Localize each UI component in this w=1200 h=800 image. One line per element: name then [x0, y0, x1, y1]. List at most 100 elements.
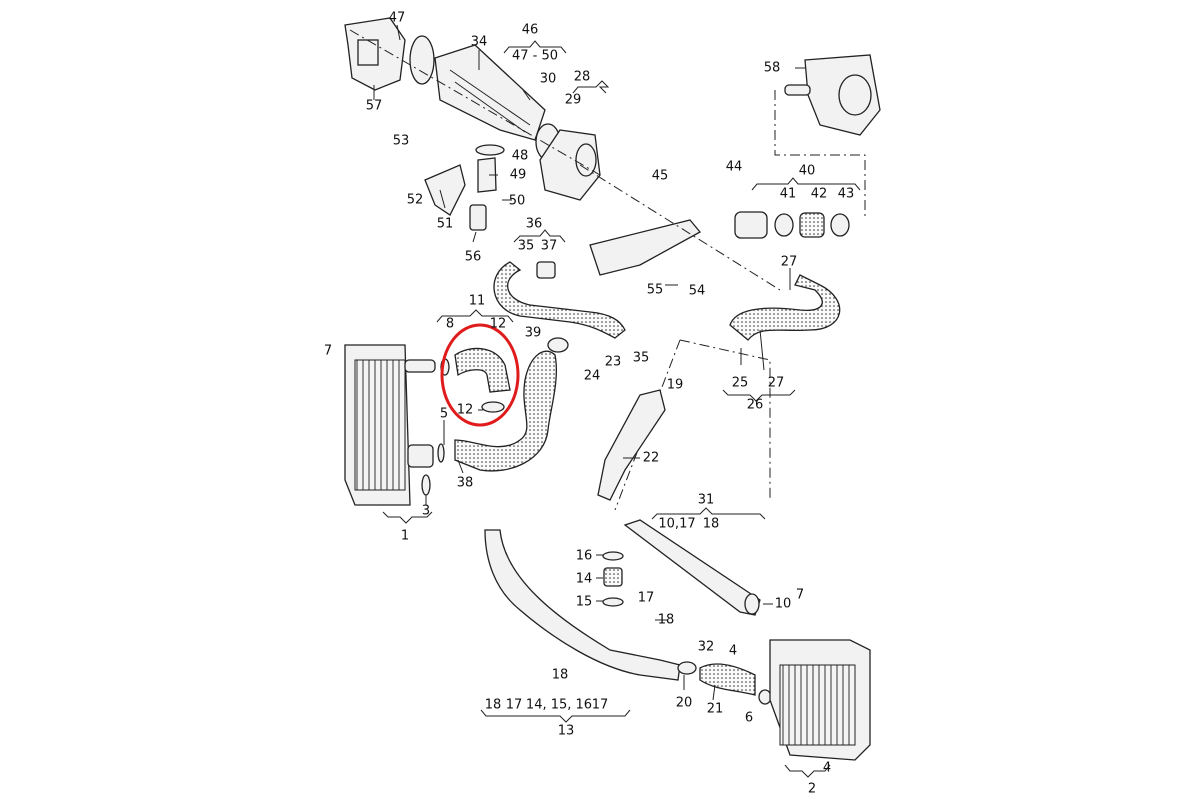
part-label-17: 17 [637, 590, 655, 606]
part-label-28: 28 [573, 69, 591, 85]
egr-cooler-46 [434, 44, 546, 141]
sleeve-42 [799, 212, 825, 238]
part-label-38: 38 [456, 475, 474, 491]
part-label-53: 53 [392, 133, 410, 149]
part-label-14-15-16: 14, 15, 16 [525, 697, 593, 713]
pipe-56 [469, 204, 487, 231]
part-label-21: 21 [706, 701, 724, 717]
group-brackets [382, 40, 861, 778]
pipe-13 [484, 529, 681, 681]
part-label-2: 2 [807, 781, 817, 797]
part-label-57: 57 [365, 98, 383, 114]
part-label-12b: 12 [456, 402, 474, 418]
part-label-52: 52 [406, 192, 424, 208]
part-label-42: 42 [810, 186, 828, 202]
bracket-51 [424, 164, 466, 216]
part-label-32: 32 [697, 639, 715, 655]
seal-10 [744, 593, 760, 615]
part-label-47: 47 [388, 10, 406, 26]
part-label-13: 13 [557, 723, 575, 739]
turbocharger-58 [784, 54, 881, 136]
part-label-47-50: 47 - 50 [511, 48, 559, 64]
part-label-55: 55 [646, 282, 664, 298]
part-label-25: 25 [731, 375, 749, 391]
part-label-35b: 35 [632, 350, 650, 366]
part-label-11: 11 [468, 293, 486, 309]
clamp-12 [481, 401, 505, 413]
pipe-22 [597, 389, 666, 501]
part-label-43: 43 [837, 186, 855, 202]
intercooler-1 [344, 344, 436, 506]
gasket-47 [409, 35, 435, 85]
part-label-40: 40 [798, 163, 816, 179]
part-label-7: 7 [323, 343, 333, 359]
seal-48 [475, 144, 505, 156]
part-label-23: 23 [604, 354, 622, 370]
throttle-28 [539, 129, 601, 201]
part-label-44: 44 [725, 159, 743, 175]
part-label-10: 10 [774, 596, 792, 612]
o-ring-6 [758, 689, 772, 705]
hose-35 [493, 261, 626, 339]
part-label-26: 26 [746, 397, 764, 413]
o-ring-5 [437, 443, 445, 463]
part-label-20: 20 [675, 695, 693, 711]
clamp-39 [547, 337, 569, 353]
part-label-50: 50 [508, 193, 526, 209]
part-label-30: 30 [539, 71, 557, 87]
part-label-48: 48 [511, 148, 529, 164]
hose-21 [699, 663, 756, 696]
clamp-41 [774, 213, 794, 237]
clamp-16 [602, 551, 624, 561]
part-label-18d: 18 [484, 697, 502, 713]
part-label-7b: 7 [795, 587, 805, 603]
part-label-41: 41 [779, 186, 797, 202]
part-label-39: 39 [524, 325, 542, 341]
clamp-20 [677, 661, 697, 675]
part-label-34: 34 [470, 34, 488, 50]
part-label-10-17: 10,17 [658, 516, 696, 532]
sleeve-14 [603, 567, 623, 587]
part-label-18b: 18 [657, 612, 675, 628]
egr-valve-57 [344, 17, 406, 91]
part-label-3: 3 [421, 503, 431, 519]
part-label-22: 22 [642, 450, 660, 466]
part-label-31: 31 [697, 492, 715, 508]
pipe-40 [734, 211, 768, 239]
part-label-17b: 17 [505, 697, 523, 713]
part-label-36: 36 [525, 216, 543, 232]
part-label-18c: 18 [551, 667, 569, 683]
clamp-15 [602, 597, 624, 607]
part-label-18: 18 [702, 516, 720, 532]
leader-lines [373, 24, 805, 701]
part-label-24: 24 [583, 368, 601, 384]
hose-11 [454, 347, 511, 393]
hose-26 [729, 274, 841, 341]
part-label-54: 54 [688, 283, 706, 299]
part-label-37: 37 [540, 238, 558, 254]
part-label-17c: 17 [591, 697, 609, 713]
part-label-49: 49 [509, 167, 527, 183]
part-label-19: 19 [666, 377, 684, 393]
part-label-6: 6 [744, 710, 754, 726]
part-label-8: 8 [445, 316, 455, 332]
air-pipe [589, 219, 702, 276]
flange-49 [477, 157, 497, 193]
part-label-27: 27 [780, 254, 798, 270]
part-label-58: 58 [763, 60, 781, 76]
part-label-16: 16 [575, 548, 593, 564]
highlight-circle [440, 323, 520, 427]
intercooler-2 [769, 639, 871, 761]
o-ring-3 [421, 474, 431, 496]
part-label-1: 1 [400, 528, 410, 544]
part-label-15: 15 [575, 594, 593, 610]
part-label-4: 4 [728, 643, 738, 659]
part-label-56: 56 [464, 249, 482, 265]
part-label-29: 29 [564, 92, 582, 108]
part-label-27b: 27 [767, 375, 785, 391]
part-label-35: 35 [517, 238, 535, 254]
connector-37 [536, 261, 556, 279]
part-label-12: 12 [489, 316, 507, 332]
part-label-46: 46 [521, 22, 539, 38]
